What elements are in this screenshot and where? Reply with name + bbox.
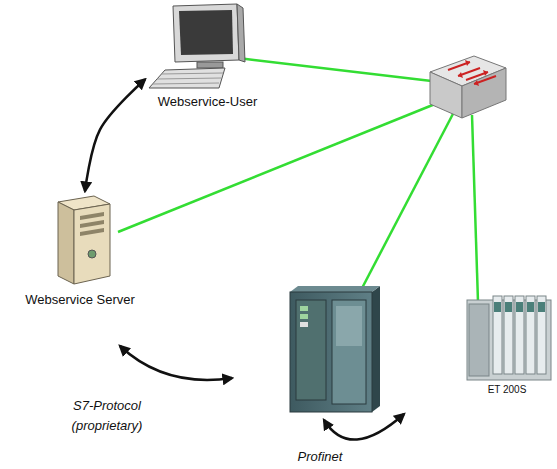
protocol-label: S7-Protocol (proprietary): [48, 396, 166, 435]
user-label: Webservice-User: [145, 94, 270, 110]
device-label: ET 200S: [461, 384, 553, 396]
plc-device: [290, 286, 380, 412]
pc-icon: [145, 2, 270, 90]
protocol-arrow: [85, 79, 145, 191]
ethernet-wires: [118, 58, 478, 302]
server-label: Webservice Server: [10, 292, 150, 308]
network-switch: [430, 56, 506, 118]
device-node: ET 200S: [461, 286, 553, 396]
server-icon: [10, 194, 150, 286]
protocol-label: Profinet: [280, 447, 360, 467]
profinet-arrow: [324, 414, 404, 440]
device-node: Webservice Server: [10, 194, 150, 308]
device-node: Webservice-User: [145, 2, 270, 110]
protocol-arrow: [120, 346, 232, 380]
et200s-icon: [461, 286, 553, 382]
